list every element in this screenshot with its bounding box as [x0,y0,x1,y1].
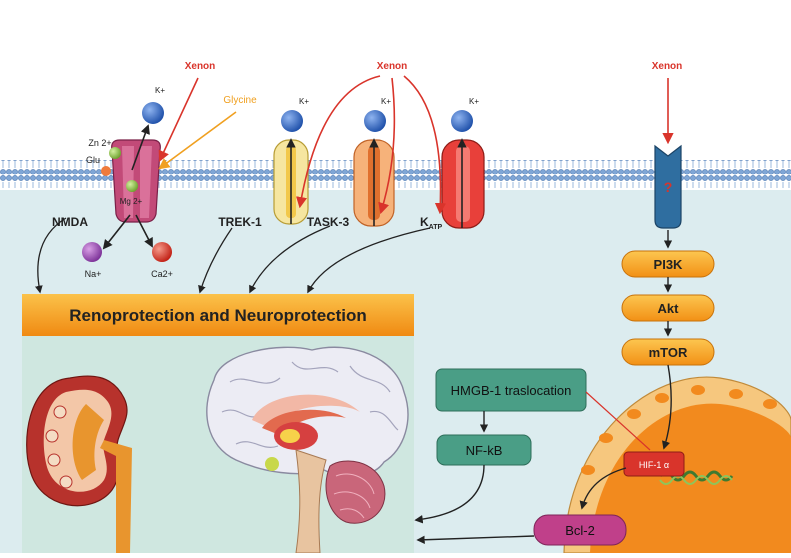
hif-inhibits-hmgb1-line [585,391,651,451]
nmda-receptor [111,139,161,223]
xenon-label-nmda: Xenon [185,61,216,72]
nmda-label: NMDA [52,215,88,229]
k-label-nmda: K+ [155,86,165,95]
k-ion-task3 [364,110,386,132]
xenon-to-task3-inner-arrow [378,77,396,215]
bcl2-to-organ-arrow [416,535,535,544]
nfkb-to-organ-arrow [414,464,485,524]
trek1-channel [273,138,309,225]
k-label-katp: K+ [469,97,479,106]
svg-text:HIF-1 α: HIF-1 α [639,460,669,470]
svg-text:PI3K: PI3K [654,257,684,272]
katp-channel [441,138,485,229]
trek1-to-banner-arrow [198,227,233,294]
cell-membrane [0,160,791,188]
zn-ion [109,147,121,159]
na-ion [82,242,102,262]
na-influx-arrow [102,214,131,250]
xenon-label-receptor: Xenon [652,61,683,72]
svg-text:HMGB-1 traslocation: HMGB-1 traslocation [451,383,572,398]
task3-to-banner-arrow [249,225,331,294]
katp-label: KATP [420,215,442,231]
glu-molecule [101,166,111,176]
banner-text: Renoprotection and Neuroprotection [69,306,367,325]
mtor-node: mTOR [621,338,715,366]
k-label-trek1: K+ [299,97,309,106]
ca-ion [152,242,172,262]
task3-label: TASK-3 [307,215,350,229]
svg-text:Akt: Akt [658,301,680,316]
svg-text:NF-kB: NF-kB [466,443,503,458]
mg-ion [126,180,138,192]
nmda-to-banner-arrow [34,217,67,294]
pi3k-node: PI3K [621,250,715,278]
nfkb-node: NF-kB [436,434,532,466]
zn-label: Zn 2+ [88,138,111,148]
ca-label: Ca2+ [151,269,173,279]
hif1-node: HIF-1 α [623,451,685,477]
glycine-label: Glycine [223,95,257,106]
svg-text:mTOR: mTOR [649,345,688,360]
outcome-banner [22,294,414,336]
brain-illustration [206,346,409,554]
glycine-to-nmda-arrow [158,111,237,170]
question-mark-label: ? [664,179,673,195]
mtor-to-hif-arrow [662,364,672,450]
unknown-receptor [654,144,682,229]
na-label: Na+ [85,269,102,279]
akt-node: Akt [621,294,715,322]
xenon-to-nmda-arrow [158,77,199,163]
xenon-label-k-channels: Xenon [377,61,408,72]
hmgb1-node: HMGB-1 traslocation [435,368,587,412]
xenon-to-katp-arrow [403,75,447,215]
k-efflux-arrow [131,124,150,171]
hif-to-bcl2-arrow [579,467,627,510]
xenon-to-task3-arrow [296,75,381,209]
katp-to-banner-arrow [307,227,431,294]
extracellular-space [0,0,791,150]
glu-label: Glu [86,155,100,165]
trek1-label: TREK-1 [218,215,262,229]
kidney-illustration [26,375,132,553]
k-label-task3: K+ [381,97,391,106]
ca-influx-arrow [135,214,153,248]
bcl2-node: Bcl-2 [533,514,627,546]
svg-text:Bcl-2: Bcl-2 [565,523,595,538]
k-ion-trek1 [281,110,303,132]
k-ion-nmda [142,102,164,124]
k-ion-katp [451,110,473,132]
mg-label: Mg 2+ [120,197,143,206]
